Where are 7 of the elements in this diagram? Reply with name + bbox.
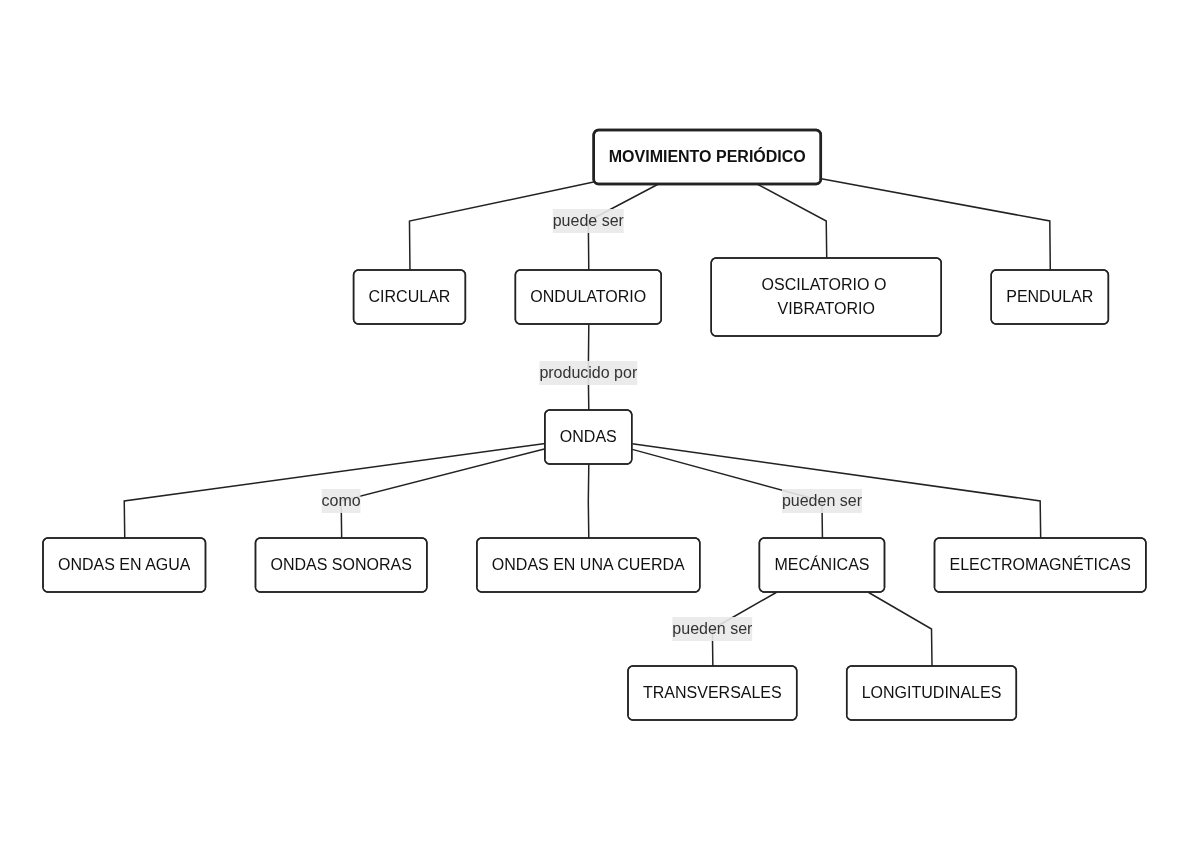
edge-label: producido por [538,363,637,381]
edge-label: pueden ser [671,619,752,637]
edge-label: como [321,491,361,509]
edge-label: puede ser [552,212,624,229]
connector [820,177,1051,272]
connector [408,181,596,272]
edge-label: pueden ser [781,491,862,509]
